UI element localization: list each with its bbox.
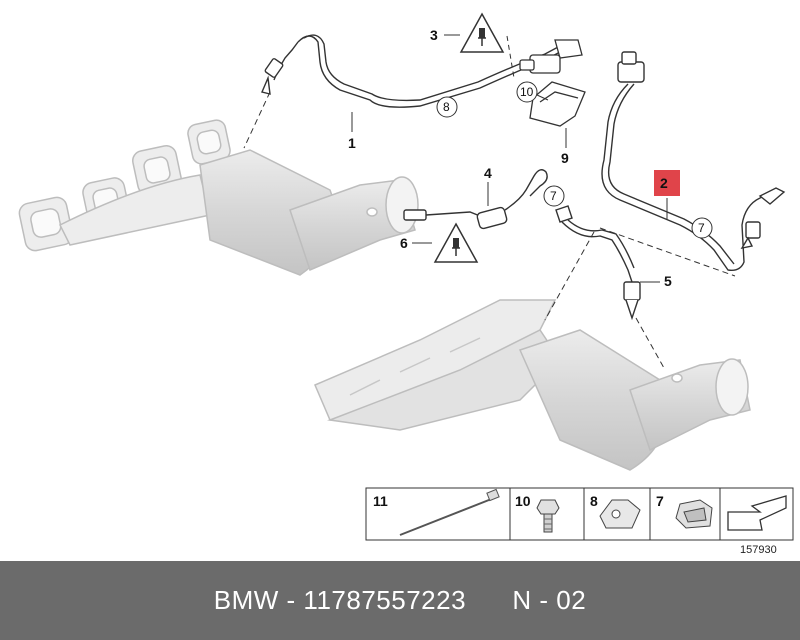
leader-lower-manifold xyxy=(544,231,595,321)
lower-exhaust-manifold xyxy=(314,299,561,431)
legend-label-7: 7 xyxy=(656,493,664,509)
direction-arrow-icon xyxy=(727,495,787,531)
leader-sensor-7 xyxy=(599,227,736,277)
cable-clip-icon xyxy=(675,499,713,529)
leader-sensor-1 xyxy=(243,91,271,149)
upper-exhaust-manifold xyxy=(18,119,231,252)
legend-label-11: 11 xyxy=(373,493,388,509)
separator: - xyxy=(278,585,304,615)
spacer xyxy=(466,585,512,616)
part-number: 11787557223 xyxy=(303,585,467,615)
leader-warning-3 xyxy=(506,35,515,79)
warning-triangle-icon xyxy=(433,222,479,263)
oxygen-sensor-4 xyxy=(403,169,548,230)
callout-10: 10 xyxy=(520,85,534,99)
callout-6: 6 xyxy=(400,235,408,251)
callouts: 1 2 3 4 5 6 9 10 8 7 7 xyxy=(348,27,713,289)
legend-label-8: 8 xyxy=(590,493,598,509)
parts-diagram: 1 2 3 4 5 6 9 10 8 7 7 xyxy=(18,12,794,556)
callout-2: 2 xyxy=(660,175,668,191)
callout-circle-7a: 7 xyxy=(550,189,557,203)
callout-circle-7b: 7 xyxy=(698,221,705,235)
diagram-number: 157930 xyxy=(740,544,777,556)
part-info-bar: BMW - 11787557223 N - 02 xyxy=(0,561,800,640)
position-code: N - 02 xyxy=(512,585,587,615)
callout-1: 1 xyxy=(348,135,356,151)
callout-5: 5 xyxy=(664,273,672,289)
upper-catalytic-converter xyxy=(199,149,419,276)
oxygen-sensor-1 xyxy=(261,34,561,108)
warning-triangle-icon xyxy=(459,12,505,53)
clip-holder-icon xyxy=(599,499,641,529)
cable-tie-icon xyxy=(399,488,500,536)
lower-catalytic-converter xyxy=(518,329,751,471)
callout-3: 3 xyxy=(430,27,438,43)
callout-9: 9 xyxy=(561,150,569,166)
connector-top xyxy=(519,39,583,74)
callout-2-highlight xyxy=(654,170,680,196)
leader-sensor-5 xyxy=(635,317,665,369)
callout-circle-8: 8 xyxy=(443,100,450,114)
brand-label: BMW xyxy=(213,585,279,615)
oxygen-sensor-5 xyxy=(555,205,641,321)
bracket xyxy=(529,81,586,127)
legend-label-10: 10 xyxy=(515,493,531,509)
parts-legend: 11 10 8 7 xyxy=(365,487,794,541)
oxygen-sensor-2 xyxy=(601,51,786,272)
callout-4: 4 xyxy=(484,165,492,181)
bolt-icon xyxy=(536,499,560,533)
